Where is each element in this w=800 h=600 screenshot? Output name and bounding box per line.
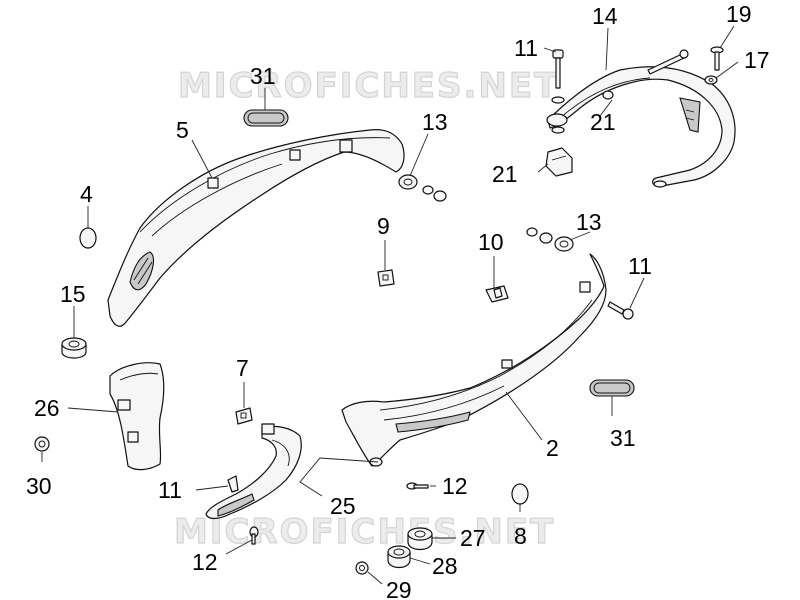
- callout-12-middle: 12: [442, 473, 468, 499]
- callout-11-top: 11: [514, 35, 538, 61]
- part-15-rubber-buffer: [61, 337, 87, 359]
- part-31-reflector-upper: [243, 109, 289, 127]
- part-4-o-ring: [79, 227, 97, 249]
- part-27-rubber-pad: [407, 527, 433, 551]
- part-11-bolt-top: [551, 49, 565, 134]
- callout-19: 19: [726, 1, 752, 27]
- part-25-lower-bracket: [205, 423, 302, 520]
- part-17-washer: [704, 75, 718, 85]
- callout-26: 26: [34, 395, 60, 421]
- part-7-clip: [235, 407, 253, 425]
- part-29-nut: [355, 561, 369, 575]
- callout-4: 4: [80, 181, 93, 207]
- leader-lines: [41, 25, 739, 585]
- part-13-grommet-lower: [526, 227, 574, 252]
- part-26-bracket: [109, 362, 165, 471]
- part-9-clip: [377, 269, 395, 287]
- callout-29: 29: [386, 577, 412, 600]
- callout-28: 28: [432, 553, 458, 579]
- part-12-screw-lower: [249, 526, 259, 545]
- part-10-push-fastener: [485, 285, 509, 303]
- part-30-nut: [34, 436, 50, 452]
- callout-11-right: 11: [628, 253, 652, 279]
- callout-27: 27: [460, 525, 486, 551]
- part-31-reflector-lower: [589, 379, 635, 397]
- part-28-rubber-pad: [387, 545, 411, 569]
- callout-15: 15: [60, 281, 86, 307]
- callout-13-lower: 13: [576, 209, 602, 235]
- watermark-top: MICROFICHES.NET: [178, 66, 559, 106]
- part-21-clip-nut: [545, 147, 573, 177]
- callout-2: 2: [546, 435, 559, 461]
- callout-5: 5: [176, 117, 189, 143]
- part-14-grab-rail: [546, 49, 736, 188]
- callout-10: 10: [478, 229, 504, 255]
- part-19-screw: [710, 46, 724, 71]
- part-5-left-side-cover: [107, 129, 405, 327]
- callout-31-upper: 31: [250, 63, 276, 89]
- callout-14: 14: [592, 3, 618, 29]
- callout-12-lower: 12: [192, 549, 218, 575]
- callout-30: 30: [26, 473, 52, 499]
- part-11-bolt-right: [607, 301, 634, 320]
- callout-9: 9: [377, 213, 390, 239]
- callout-31-lower: 31: [610, 425, 636, 451]
- part-12-screw-middle: [406, 482, 429, 490]
- callout-8: 8: [514, 523, 527, 549]
- callout-25: 25: [330, 493, 356, 519]
- part-13-grommet-upper: [398, 174, 447, 202]
- callout-21-upper: 21: [590, 109, 616, 135]
- watermark-bottom: MICROFICHES.NET: [174, 512, 555, 552]
- callout-17: 17: [744, 47, 770, 73]
- callout-13-upper: 13: [422, 109, 448, 135]
- callout-21-lower: 21: [492, 161, 518, 187]
- part-8-o-ring: [511, 483, 529, 505]
- callout-labels: 14 19 11 17 31 13 5 21 21 4 9 10 13 11 1…: [26, 1, 770, 600]
- callout-11-lower: 11: [158, 477, 182, 503]
- callout-7: 7: [236, 355, 249, 381]
